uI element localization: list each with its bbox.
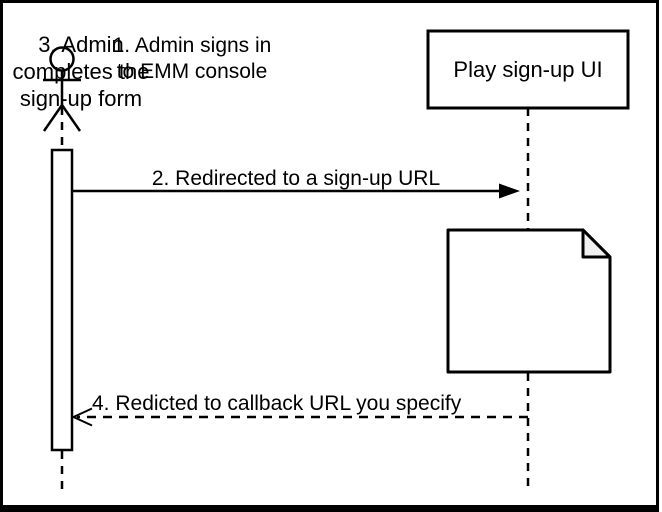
note-outline (446, 228, 612, 374)
actor-leg-left (42, 104, 64, 132)
activation-bar (50, 148, 74, 452)
actor-caption-line1: 1. Admin signs in (112, 34, 272, 57)
message-2-arrow (72, 183, 520, 199)
actor-leg-right (60, 104, 82, 132)
participant-label-text: Play sign-up UI (453, 56, 603, 82)
message-4-arrow (71, 407, 528, 427)
actor-caption: 1. Admin signs in to EMM console (85, 33, 299, 85)
note-line3: sign-up form (19, 85, 143, 111)
participant-label: Play sign-up UI (428, 31, 628, 108)
note-shape (446, 228, 612, 374)
participant-box (426, 29, 630, 110)
actor-head (49, 46, 75, 72)
message-2-arrowhead (499, 183, 520, 199)
actor-figure (42, 46, 82, 132)
actor-caption-line2: to EMM console (116, 60, 268, 83)
note-fold-corner (581, 228, 612, 259)
message-4-label: 4. Redicted to callback URL you specify (92, 392, 462, 415)
message-4-arrowhead (71, 407, 93, 427)
message-2-label: 2. Redirected to a sign-up URL (151, 167, 441, 190)
